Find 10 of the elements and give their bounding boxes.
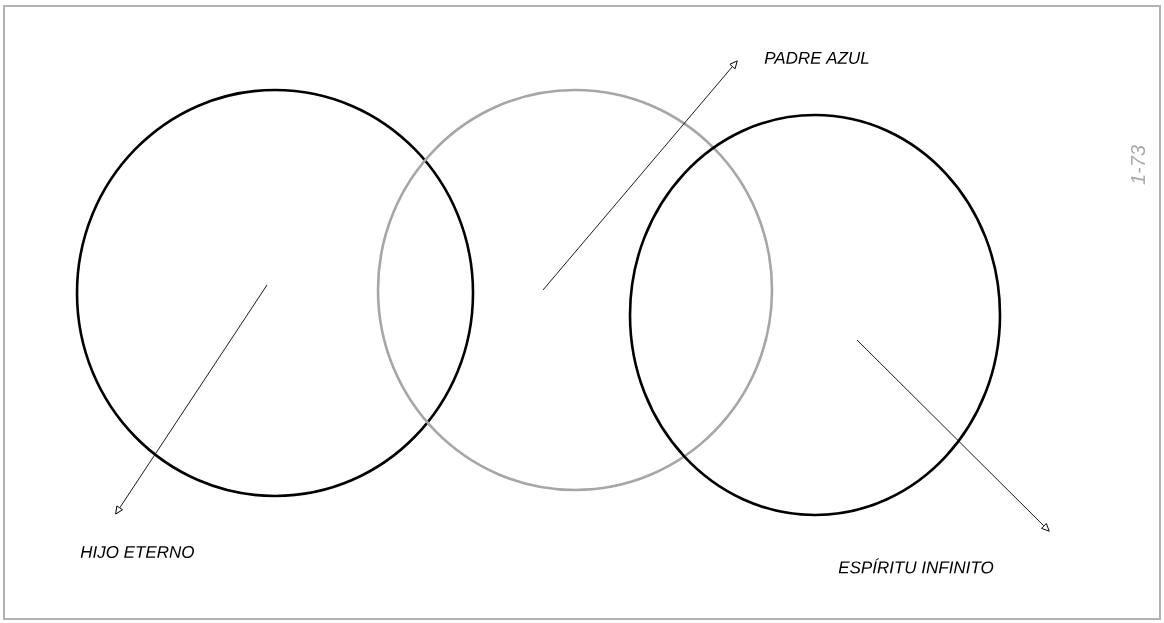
page-number: 1-73 — [1130, 145, 1146, 185]
handwritten-label: ESPÍRITU INFINITO — [838, 558, 994, 574]
handwritten-label: PADRE AZUL — [764, 52, 869, 64]
handwritten-label: HIJO ETERNO — [80, 545, 194, 558]
circle — [628, 113, 1002, 517]
leader-line — [115, 284, 268, 515]
leader-line — [856, 339, 1050, 532]
leader-line — [542, 60, 738, 291]
circle — [75, 88, 475, 498]
circle — [376, 88, 774, 492]
